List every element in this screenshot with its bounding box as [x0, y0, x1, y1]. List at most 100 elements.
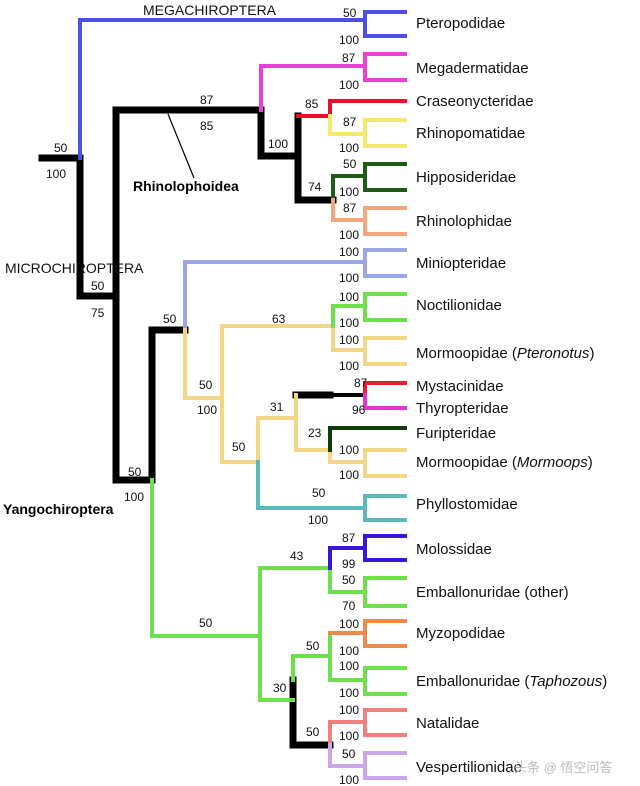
- branch-natal: [328, 720, 367, 747]
- support-value: 87: [342, 51, 356, 65]
- support-value: 100: [124, 490, 144, 504]
- support-value: 100: [339, 359, 359, 373]
- support-value: 100: [308, 513, 328, 527]
- group-label-microchiroptera: MICROCHIROPTERA: [5, 260, 144, 276]
- support-value: 100: [339, 185, 359, 199]
- support-value: 100: [339, 617, 359, 631]
- support-value: 31: [270, 400, 284, 414]
- branch-minio: [183, 260, 367, 332]
- branch-tan: [328, 448, 367, 464]
- taxon-thyropteridae: Thyropteridae: [416, 400, 509, 417]
- taxon-megadermatidae: Megadermatidae: [416, 60, 529, 77]
- support-value: 50: [199, 378, 213, 392]
- support-value: 100: [339, 271, 359, 285]
- taxon-phyllostomidae: Phyllostomidae: [416, 496, 518, 513]
- tree-branches: [38, 10, 407, 780]
- branch-green: [331, 304, 367, 328]
- support-value: 100: [339, 644, 359, 658]
- support-value: 23: [308, 426, 322, 440]
- support-value: 50: [306, 725, 320, 739]
- branch-green: [328, 631, 367, 682]
- support-value: 50: [343, 6, 357, 20]
- support-value: 100: [339, 290, 359, 304]
- support-value: 100: [339, 773, 359, 786]
- branch-green: [150, 478, 262, 638]
- taxon-hipposideridae: Hipposideridae: [416, 169, 516, 186]
- group-label-megachiroptera: MEGACHIROPTERA: [143, 2, 277, 18]
- support-value: 87: [342, 531, 356, 545]
- support-value: 100: [339, 78, 359, 92]
- branch-mega: [78, 18, 367, 160]
- branch-tan: [183, 328, 224, 400]
- support-value: 100: [339, 703, 359, 717]
- taxon-emballonuridae-taphozous: Emballonuridae (Taphozous): [416, 673, 607, 690]
- branch-megaderm: [259, 64, 367, 112]
- support-value: 50: [342, 747, 356, 761]
- branch-rhinoloph: [331, 198, 367, 222]
- taxon-molossidae: Molossidae: [416, 541, 492, 558]
- support-value: 50: [163, 312, 177, 326]
- branch-green: [328, 566, 367, 594]
- taxon-miniopteridae: Miniopteridae: [416, 255, 506, 272]
- branch-rhinopoma: [328, 114, 367, 136]
- branch-hippo: [331, 174, 367, 202]
- branch-moloss: [328, 546, 367, 570]
- taxon-noctilionidae: Noctilionidae: [416, 297, 502, 314]
- branch-green: [258, 566, 295, 702]
- support-value: 30: [273, 681, 287, 695]
- support-value: 63: [272, 312, 286, 326]
- support-value: 85: [305, 97, 319, 111]
- branch-phyllo: [256, 460, 367, 510]
- support-value: 50: [343, 157, 357, 171]
- support-value: 50: [342, 573, 356, 587]
- support-value: 50: [199, 616, 213, 630]
- support-value: 100: [339, 333, 359, 347]
- support-value: 50: [54, 141, 68, 155]
- taxon-vespertilionidae: Vespertilionidae: [416, 759, 522, 776]
- support-value: 100: [339, 729, 359, 743]
- taxon-mystacinidae: Mystacinidae: [416, 378, 504, 395]
- support-value: 75: [91, 306, 105, 320]
- support-value: 100: [339, 228, 359, 242]
- taxon-myzopodidae: Myzopodidae: [416, 625, 505, 642]
- support-values: 50 100 50 100 87 85 50 75 87 100 100 85 …: [46, 6, 368, 786]
- taxon-rhinopomatidae: Rhinopomatidae: [416, 125, 525, 142]
- branch-black: [112, 106, 302, 160]
- support-value: 100: [46, 167, 66, 181]
- support-value: 96: [352, 403, 366, 417]
- support-value: 100: [268, 137, 288, 151]
- support-value: 100: [339, 316, 359, 330]
- support-value: 87: [343, 201, 357, 215]
- support-value: 100: [339, 659, 359, 673]
- rhinolophoidea-pointer: [167, 113, 195, 179]
- support-value: 50: [312, 486, 326, 500]
- support-value: 50: [128, 465, 142, 479]
- branch-vesper: [328, 743, 367, 768]
- support-value: 100: [339, 468, 359, 482]
- taxon-natalidae: Natalidae: [416, 715, 479, 732]
- support-value: 100: [339, 141, 359, 155]
- support-value: 100: [339, 245, 359, 259]
- branch-tan: [331, 324, 367, 352]
- branch-crase: [296, 99, 407, 118]
- taxon-furipteridae: Furipteridae: [416, 425, 496, 442]
- group-label-rhinolophoidea: Rhinolophoidea: [133, 178, 239, 194]
- support-value: 50: [306, 639, 320, 653]
- taxon-emballonuridae-other: Emballonuridae (other): [416, 584, 569, 601]
- branch-black: [294, 112, 337, 204]
- support-value: 85: [200, 119, 214, 133]
- taxon-mormoopidae-pteronotus: Mormoopidae (Pteronotus): [416, 345, 594, 362]
- support-value: 74: [308, 180, 322, 194]
- support-value: 100: [339, 443, 359, 457]
- support-value: 50: [91, 279, 105, 293]
- support-value: 87: [343, 115, 357, 129]
- watermark: 头条 @ 悟空问答: [514, 760, 612, 775]
- support-value: 70: [342, 599, 356, 613]
- branch-furip: [328, 426, 407, 452]
- support-value: 50: [232, 440, 246, 454]
- taxon-pteropodidae: Pteropodidae: [416, 15, 505, 32]
- support-value: 43: [290, 549, 304, 563]
- support-value: 99: [342, 557, 356, 571]
- taxon-rhinolophidae: Rhinolophidae: [416, 213, 512, 230]
